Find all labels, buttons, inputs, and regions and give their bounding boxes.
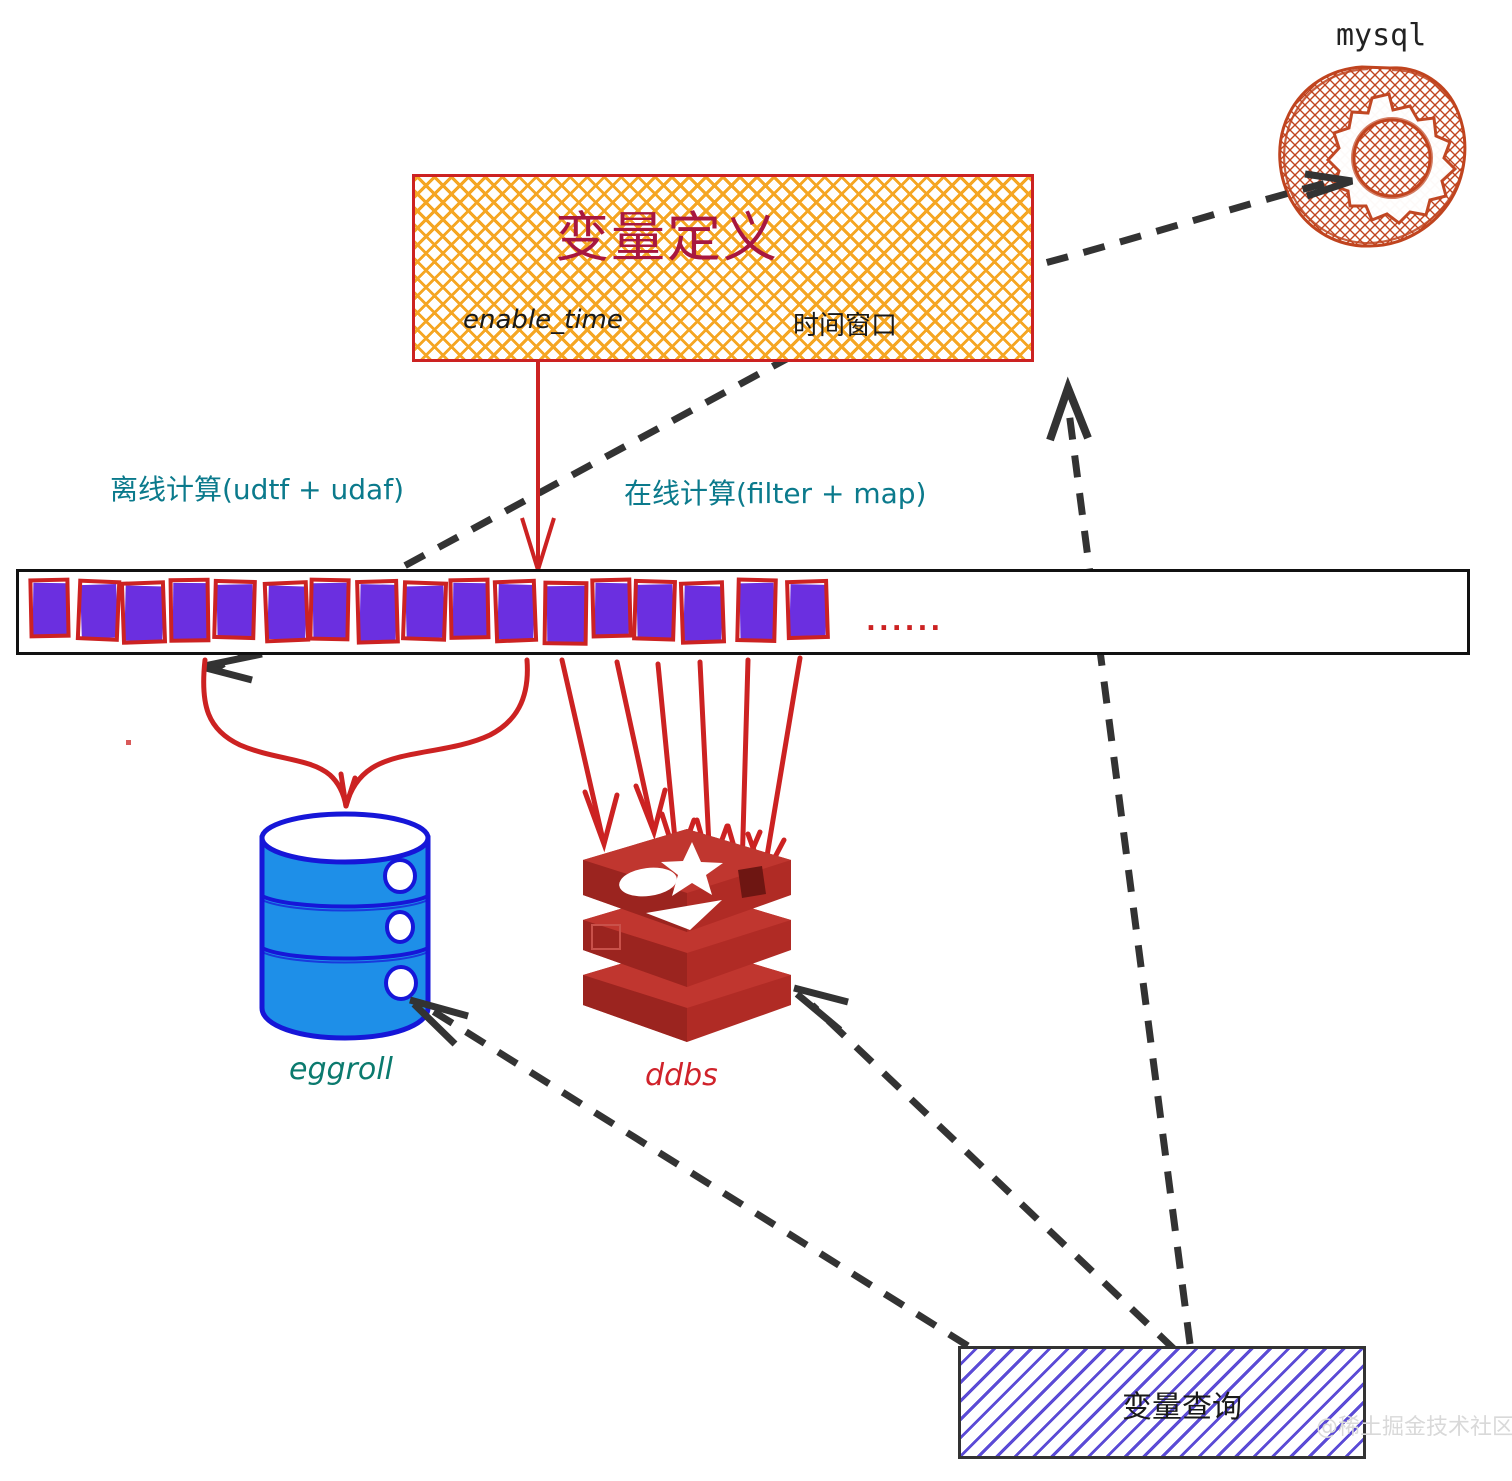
dashed-arrow-vardef-to-mysql (1009, 170, 1354, 276)
stream-cell (216, 584, 254, 637)
online-compute-label: 在线计算(filter + map) (624, 477, 927, 510)
stream-cell (594, 582, 630, 636)
stream-cell (683, 585, 723, 642)
stream-cell-outline (308, 577, 351, 642)
eggroll-label: eggroll (289, 1052, 393, 1087)
variable-query-box[interactable] (958, 1346, 1366, 1459)
stream-cell (359, 584, 397, 642)
stream-cell-outline (785, 578, 830, 641)
stream-cell (32, 582, 68, 636)
eggroll-database-icon (259, 811, 431, 1041)
dashed-arrow-query-to-eggroll (409, 996, 1002, 1369)
stream-ellipsis: ...... (866, 607, 944, 637)
mysql-label: mysql (1336, 18, 1427, 53)
ink-speck (126, 740, 131, 745)
stream-cell (546, 585, 586, 643)
stream-cell-outline (28, 577, 71, 639)
variable-definition-title: 变量定义 (555, 206, 779, 269)
stream-cell-outline (168, 577, 211, 643)
stream-cell-outline (355, 578, 400, 645)
dashed-arrow-query-to-stream (1046, 376, 1194, 1345)
stream-cell (267, 585, 307, 641)
stream-cell-outline (448, 577, 491, 640)
stream-cell-outline (212, 578, 257, 641)
ddbs-database-icon (583, 829, 791, 1042)
stream-cell-outline (75, 578, 122, 642)
stream-cell (497, 583, 535, 641)
stream-cell (405, 585, 445, 639)
ddbs-label: ddbs (645, 1058, 718, 1093)
stream-cell (124, 585, 164, 642)
enable-time-label: enable_time (463, 305, 623, 335)
variable-query-label: 变量查询 (1122, 1390, 1242, 1425)
time-window-label: 时间窗口 (793, 311, 898, 341)
stream-cell (452, 582, 488, 637)
stream-cell-outline (678, 580, 727, 645)
stream-cell (636, 584, 674, 639)
stream-cell-outline (542, 580, 589, 646)
stream-cell-outline (119, 580, 168, 645)
stream-cell-outline (401, 580, 449, 642)
stream-cell-outline (262, 580, 311, 644)
watermark: @稀土掘金技术社区 (1316, 1415, 1512, 1440)
stream-cell-outline (632, 578, 677, 642)
stream-cell (80, 583, 118, 639)
stream-cell-outline (735, 577, 778, 643)
dashed-arrow-query-to-ddbs (793, 984, 1178, 1353)
red-arrow-stream-to-eggroll (201, 657, 530, 809)
stream-cell (789, 584, 827, 637)
mysql-gear-icon (1278, 65, 1467, 248)
offline-compute-label: 离线计算(udtf + udaf) (110, 473, 405, 506)
stream-cell-outline (492, 578, 539, 644)
stream-cell (739, 582, 775, 640)
stream-cell (312, 582, 348, 639)
stream-cell-outline (590, 577, 633, 639)
variable-definition-box[interactable] (412, 174, 1034, 362)
stream-cell (172, 582, 208, 640)
